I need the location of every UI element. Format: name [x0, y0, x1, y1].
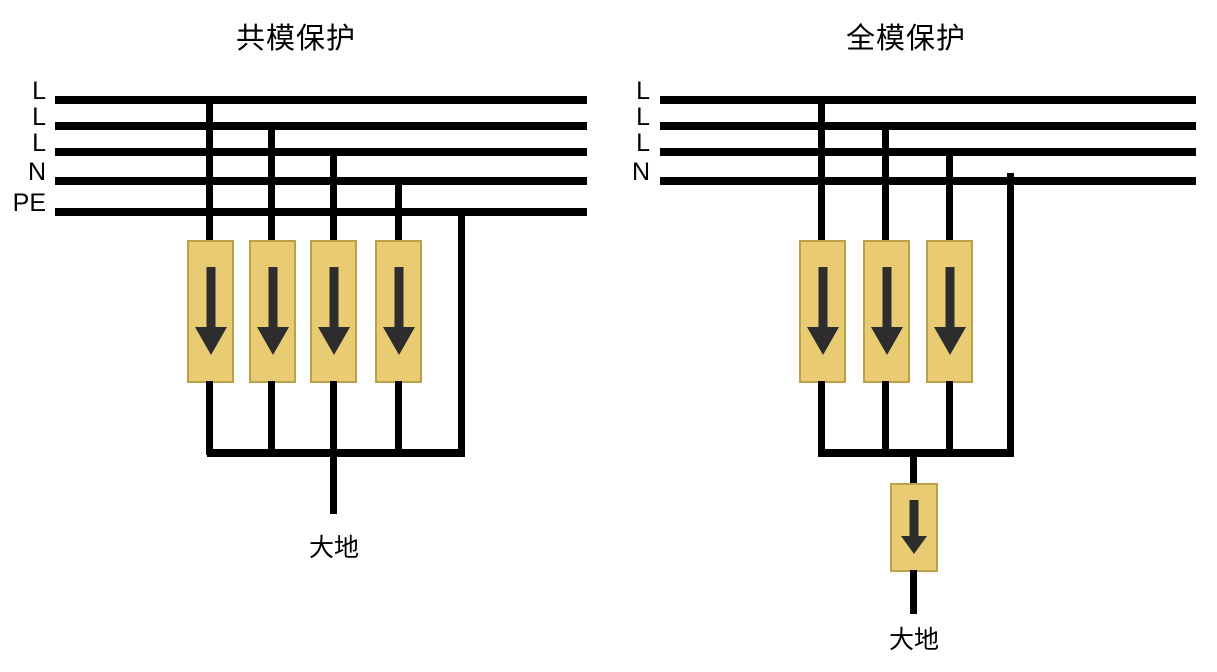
down-arrow-icon	[256, 267, 289, 355]
bus-label-pe: PE	[12, 189, 46, 217]
drop-line-l2	[882, 125, 889, 244]
earth-spd-box	[890, 483, 938, 572]
bus-label-l2: L	[32, 103, 46, 131]
bus-line-n	[660, 177, 1196, 185]
drop-line-l3	[946, 151, 953, 244]
down-arrow-icon	[194, 267, 227, 355]
drop-line-l3	[330, 151, 337, 244]
spd-out-line	[818, 381, 825, 455]
bus-line-pe	[55, 208, 587, 216]
down-arrow-icon	[382, 267, 415, 355]
down-arrow-icon	[317, 267, 350, 355]
drop-line-pe	[458, 211, 465, 456]
spd-box	[375, 240, 422, 383]
drop-line-l2	[268, 125, 275, 244]
bus-label-n: N	[27, 158, 46, 186]
common-mode-title: 共模保护	[235, 23, 356, 55]
bus-label-l2: L	[636, 103, 650, 131]
bus-line-l1	[55, 96, 587, 104]
bus-label-l1: L	[32, 77, 46, 105]
drop-line-n	[395, 181, 402, 244]
drop-line-l1	[206, 99, 213, 244]
drop-line-l1	[818, 99, 825, 244]
bus-line-n	[55, 177, 587, 185]
ground-label: 大地	[888, 626, 939, 654]
bus-line-l3	[660, 148, 1196, 156]
bus-label-n: N	[631, 158, 650, 186]
earth-stem	[330, 455, 337, 514]
spd-out-line	[946, 381, 953, 455]
spd-out-line	[395, 381, 402, 455]
spd-box	[187, 240, 234, 383]
bus-label-l1: L	[636, 77, 650, 105]
down-arrow-icon	[901, 500, 927, 554]
bus-label-l3: L	[32, 129, 46, 157]
earth-stem-upper	[910, 455, 917, 486]
earth-bus	[818, 449, 1014, 457]
spd-out-line	[882, 381, 889, 455]
spd-box	[926, 240, 973, 383]
spd-out-line	[206, 381, 213, 455]
spd-box	[863, 240, 910, 383]
down-arrow-icon	[933, 267, 966, 355]
drop-line-n	[1007, 173, 1014, 456]
bus-line-l3	[55, 148, 587, 156]
earth-bus	[207, 449, 465, 457]
down-arrow-icon	[806, 267, 839, 355]
spd-box	[249, 240, 296, 383]
ground-label: 大地	[308, 534, 359, 562]
spd-out-line	[268, 381, 275, 455]
earth-stem-lower	[910, 570, 917, 614]
bus-line-l2	[660, 122, 1196, 130]
full-mode-title: 全模保护	[845, 23, 966, 55]
bus-line-l1	[660, 96, 1196, 104]
bus-line-l2	[55, 122, 587, 130]
bus-label-l3: L	[636, 129, 650, 157]
down-arrow-icon	[870, 267, 903, 355]
spd-box	[310, 240, 357, 383]
spd-box	[799, 240, 846, 383]
spd-out-line	[330, 381, 337, 455]
